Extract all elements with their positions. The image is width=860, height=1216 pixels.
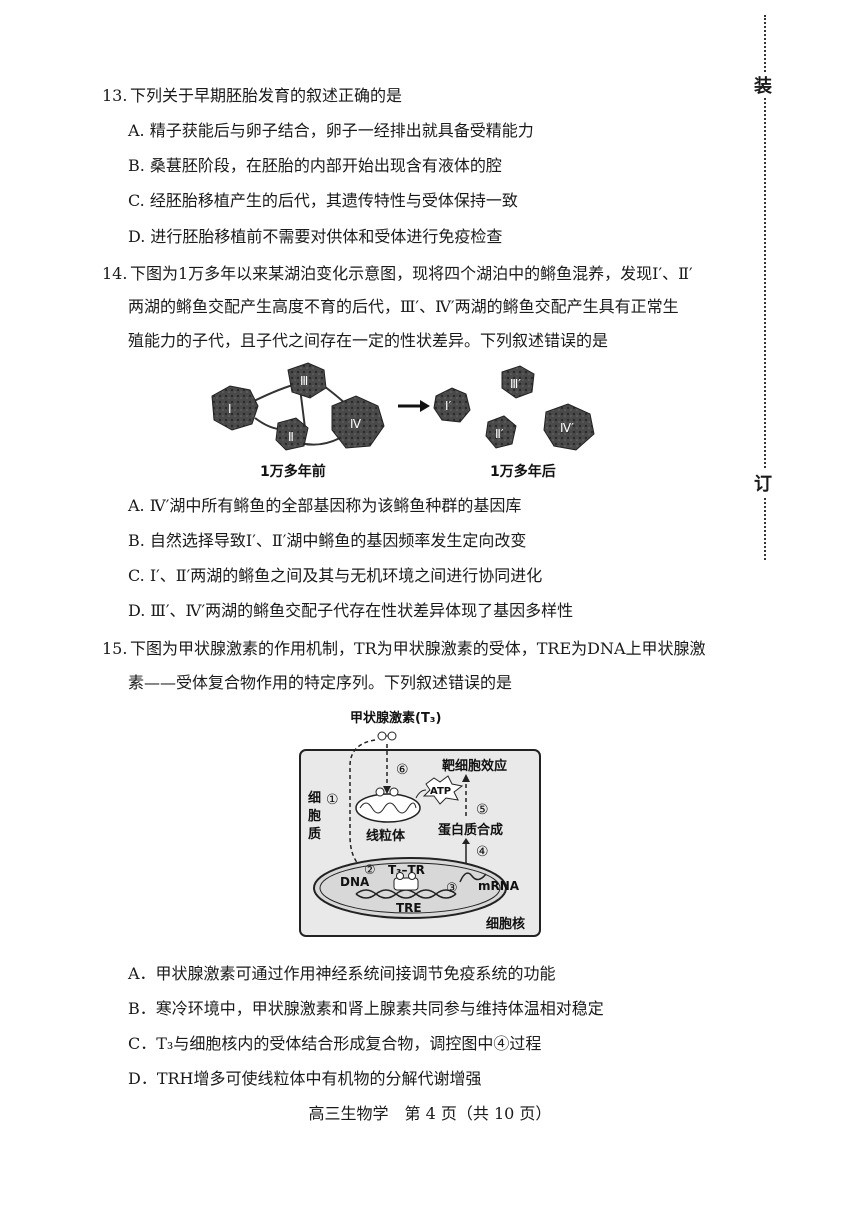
lake-after-1 [433,387,471,423]
lake-before-3 [287,362,327,399]
binding-char-top: 装 [754,72,772,98]
q13-option-a: A. 精子获能后与卵子结合，卵子一经排出就具备受精能力 [128,121,534,140]
lake-before-group: Ⅰ Ⅱ Ⅲ Ⅳ [211,362,385,451]
q15-option-d: D．TRH增多可使线粒体中有机物的分解代谢增强 [128,1069,482,1088]
lake-after-label-3: Ⅲ′ [510,377,521,391]
q13-option-b: B. 桑葚胚阶段，在胚胎的内部开始出现含有液体的腔 [128,156,502,175]
binding-dotted-line [764,15,766,560]
effect-label: 靶细胞效应 [442,758,507,774]
lake-before-2 [275,417,309,451]
lake-before-label-4: Ⅳ [350,417,361,431]
page-footer: 高三生物学 第 4 页（共 10 页） [308,1104,552,1123]
step-1: ① [326,792,339,808]
cytoplasm-label-3: 质 [308,826,321,842]
step-2: ② [364,863,376,878]
binding-char-mid: 订 [754,470,772,496]
lake-change-figure: Ⅰ Ⅱ Ⅲ Ⅳ Ⅰ′ Ⅱ′ Ⅲ′ Ⅳ′ 1万多年前 1万多年后 [211,362,595,480]
lake-before-label-2: Ⅱ [288,430,294,444]
q15-number: 15. [102,639,128,658]
q15-option-a: A．甲状腺激素可通过作用神经系统间接调节免疫系统的功能 [128,964,556,983]
tre-label: TRE [396,901,422,915]
step-6: ⑥ [396,762,409,778]
q14-option-c: C. Ⅰ′、Ⅱ′两湖的鳉鱼之间及其与无机环境之间进行协同进化 [128,566,543,585]
path-1-arrow [349,739,376,867]
caption-after: 1万多年后 [490,463,556,480]
step-4: ④ [476,844,489,860]
dna-label: DNA [340,875,370,889]
atp-burst-icon [422,775,464,805]
q14-stem-line-1: 14.下图为1万多年以来某湖泊变化示意图，现将四个湖泊中的鳉鱼混养，发现Ⅰ′、Ⅱ… [102,264,693,284]
q15-stem-line-1: 15.下图为甲状腺激素的作用机制，TR为甲状腺激素的受体，TRE为DNA上甲状腺… [102,639,706,659]
hormone-molecule-icon [377,731,397,741]
q14-stem-line-2: 两湖的鳉鱼交配产生高度不育的后代，Ⅲ′、Ⅳ′两湖的鳉鱼交配产生具有正常生 [128,297,679,316]
cytoplasm-label-2: 胞 [307,808,321,824]
dna-strand-2 [355,889,457,899]
q14-option-b: B. 自然选择导致Ⅰ′、Ⅱ′湖中鳉鱼的基因频率发生定向改变 [128,531,527,550]
q14-stem-line-3: 殖能力的子代，且子代之间存在一定的性状差异。下列叙述错误的是 [128,331,609,350]
q13-stem-line: 13.下列关于早期胚胎发育的叙述正确的是 [102,86,402,106]
hormone-label: 甲状腺激素(T₃) [350,710,441,726]
nucleus-label: 细胞核 [486,916,525,932]
lake-after-2 [485,415,517,449]
cytoplasm-label-1: 细 [308,790,321,806]
lake-before-1 [211,385,259,431]
q15-stem-1: 下图为甲状腺激素的作用机制，TR为甲状腺激素的受体，TRE为DNA上甲状腺激 [130,639,706,658]
mrna-label: mRNA [478,879,520,893]
q13-option-d: D. 进行胚胎移植前不需要对供体和受体进行免疫检查 [128,227,503,246]
lake-after-label-2: Ⅱ′ [495,427,504,441]
step-5: ⑤ [476,802,489,818]
lake-after-4 [543,403,595,451]
arrow-icon [398,400,430,412]
atp-label: ATP [430,786,451,797]
q14-option-d: D. Ⅲ′、Ⅳ′两湖的鳉鱼交配子代存在性状差异体现了基因多样性 [128,601,574,620]
q14-number: 14. [102,264,128,283]
q14-stem-1: 下图为1万多年以来某湖泊变化示意图，现将四个湖泊中的鳉鱼混养，发现Ⅰ′、Ⅱ′ [130,264,693,283]
step-3: ③ [446,881,458,896]
mrna-strand [459,872,487,883]
lake-after-group: Ⅰ′ Ⅱ′ Ⅲ′ Ⅳ′ [433,365,595,451]
protein-label: 蛋白质合成 [438,822,503,838]
mito-label: 线粒体 [366,828,406,844]
lake-before-4 [331,395,385,449]
q13-option-c: C. 经胚胎移植产生的后代，其遗传特性与受体保持一致 [128,191,518,210]
thyroid-mechanism-figure: 甲状腺激素(T₃) ⑥ ① 细 胞 质 靶细胞效应 线粒体 [299,710,541,937]
q13-number: 13. [102,86,128,105]
lake-after-3 [501,365,535,399]
complex-label: T₃–TR [388,863,425,877]
lake-after-label-4: Ⅳ′ [560,421,574,435]
lake-before-label-1: Ⅰ [228,402,232,416]
q15-option-b: B．寒冷环境中，甲状腺激素和肾上腺素共同参与维持体温相对稳定 [128,999,604,1018]
lake-after-label-1: Ⅰ′ [445,399,452,413]
q15-stem-line-2: 素——受体复合物作用的特定序列。下列叙述错误的是 [128,673,513,692]
lake-before-label-3: Ⅲ [300,374,308,388]
caption-before: 1万多年前 [260,463,326,480]
q13-stem: 下列关于早期胚胎发育的叙述正确的是 [130,86,403,105]
mitochondrion-icon [355,787,421,823]
receptor-icon [393,872,419,891]
q14-option-a: A. Ⅳ′湖中所有鳉鱼的全部基因称为该鳉鱼种群的基因库 [128,496,522,515]
q15-option-c: C．T₃与细胞核内的受体结合形成复合物，调控图中④过程 [128,1034,542,1053]
